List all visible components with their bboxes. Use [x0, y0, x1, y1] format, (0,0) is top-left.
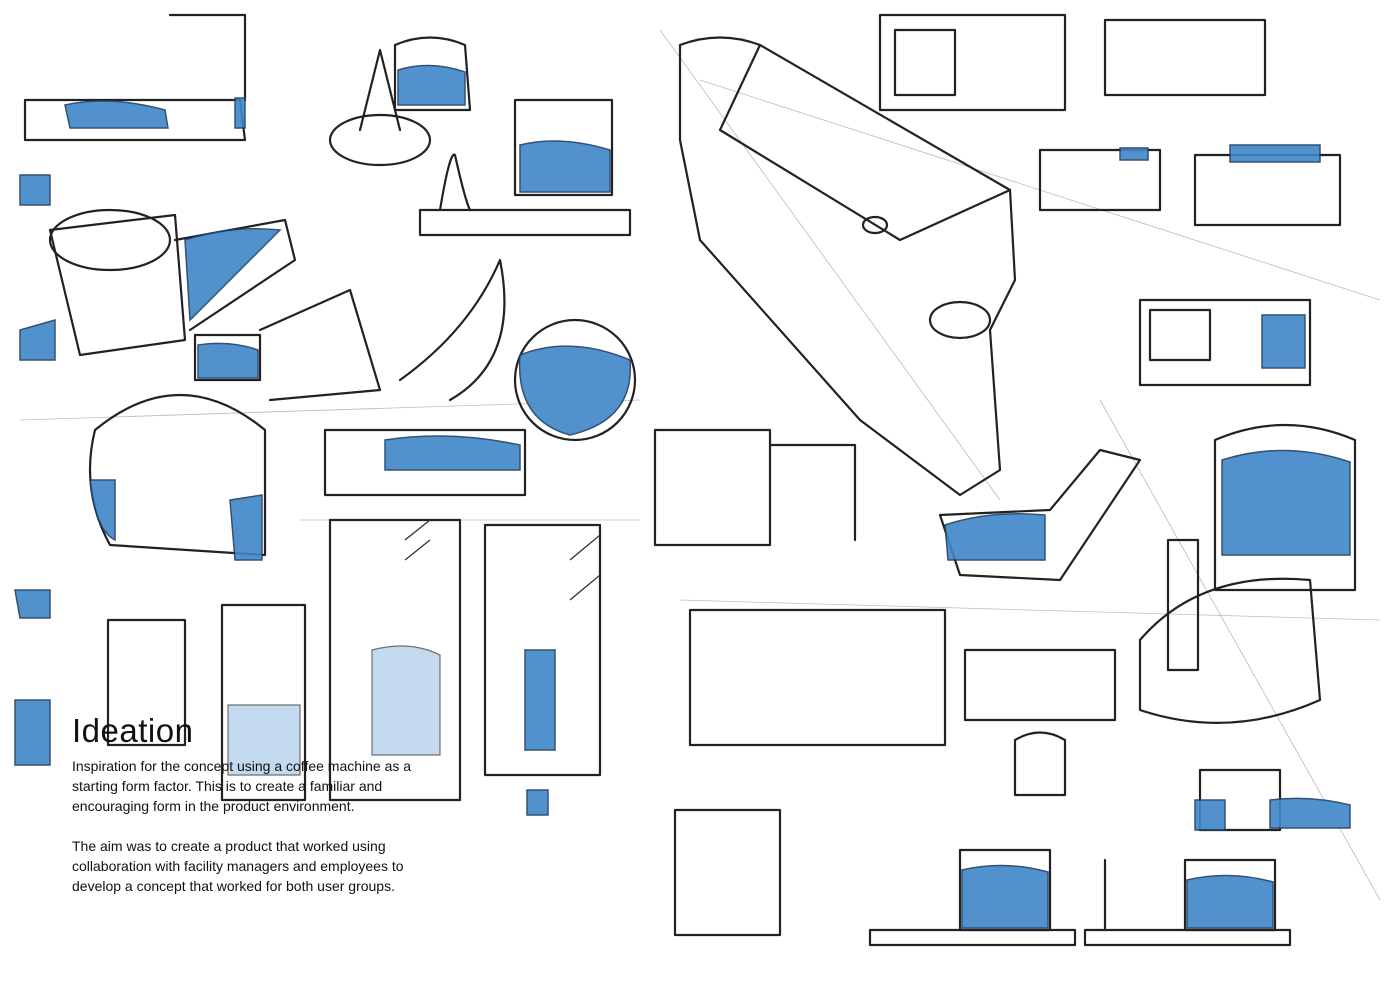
sketch-cone-fountain [328, 36, 472, 167]
sketch-sphere-tank [398, 258, 637, 442]
sketch-round-tank-machine [1138, 423, 1357, 724]
sketch-tank-arrow [418, 98, 632, 237]
sketch-top-right-units [878, 13, 1342, 227]
ideation-text-block: Ideation Inspiration for the concept usi… [72, 712, 442, 916]
sketch-counter-units [673, 608, 1351, 937]
sketch-flat-tray [323, 428, 527, 497]
sketch-bottom-tanks [868, 848, 1292, 947]
sketch-capsule-unit [1138, 298, 1312, 387]
sketch-tilted-tank [193, 288, 382, 402]
sketch-cart-and-tray [653, 428, 1142, 582]
sketch-drum-unit [19, 174, 297, 361]
construction-lines [19, 29, 1381, 901]
paragraph-aim: The aim was to create a product that wor… [72, 838, 404, 894]
sketch-tall-units [14, 518, 602, 816]
sketch-round-machine [14, 394, 267, 619]
sketch-tray-top-left [23, 13, 247, 142]
sketch-main-machine [678, 36, 1017, 497]
paragraph-inspiration: Inspiration for the concept using a coff… [72, 758, 412, 814]
page-title: Ideation [72, 712, 194, 749]
